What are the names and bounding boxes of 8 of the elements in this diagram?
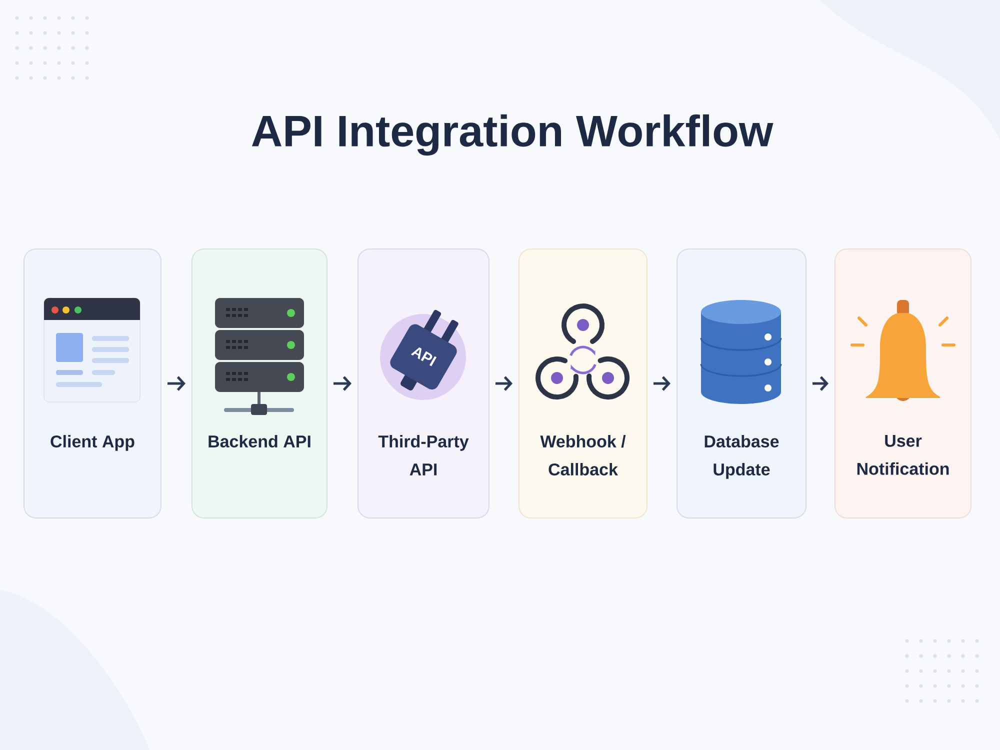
arrow xyxy=(812,376,829,391)
arrow xyxy=(168,376,186,391)
title: API Integration Workflow xyxy=(252,114,774,156)
process-card: Webhook / Callback xyxy=(518,248,648,518)
icon-label: API xyxy=(410,347,437,366)
arrow xyxy=(334,376,352,391)
arrow xyxy=(654,376,671,391)
arrow xyxy=(496,376,513,391)
